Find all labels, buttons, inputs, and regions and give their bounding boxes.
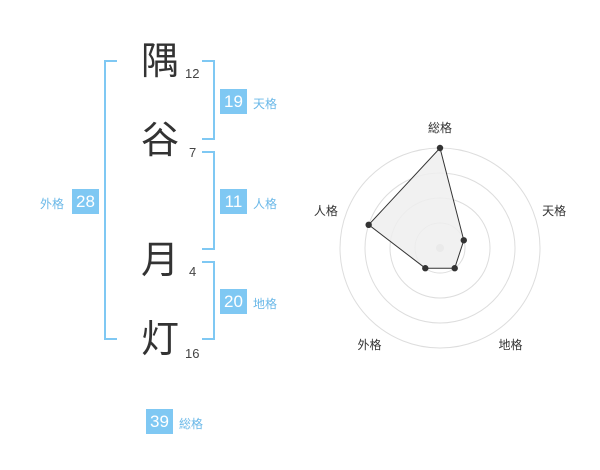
chikaku-value: 20 bbox=[220, 289, 247, 314]
gaikaku-value: 28 bbox=[72, 189, 99, 214]
radar-point-1 bbox=[436, 144, 444, 152]
radar-point-2 bbox=[460, 237, 467, 244]
stroke-count-3: 4 bbox=[189, 264, 197, 279]
name-char-4: 灯 bbox=[141, 317, 180, 361]
soukaku-label: 総格 bbox=[179, 417, 204, 431]
radar-value-polygon bbox=[367, 146, 465, 269]
jinkaku-label: 人格 bbox=[253, 197, 278, 211]
tenkaku-bracket bbox=[202, 60, 215, 140]
jinkaku-bracket bbox=[202, 151, 215, 250]
stroke-count-2: 7 bbox=[189, 145, 197, 160]
name-char-2: 谷 bbox=[141, 118, 180, 162]
radar-point-5 bbox=[365, 221, 372, 229]
name-char-3: 月 bbox=[141, 238, 180, 282]
radar-axis-label-4: 外格 bbox=[357, 337, 381, 352]
stroke-count-4: 16 bbox=[185, 346, 200, 361]
radar-axis-label-3: 地格 bbox=[499, 337, 523, 352]
jinkaku-value: 11 bbox=[220, 189, 247, 214]
radar-point-4 bbox=[422, 265, 429, 272]
gaikaku-label: 外格 bbox=[40, 197, 65, 211]
chikaku-bracket bbox=[202, 261, 215, 340]
radar-point-3 bbox=[451, 265, 458, 272]
radar-axis-label-2: 天格 bbox=[542, 203, 566, 218]
tenkaku-label: 天格 bbox=[253, 97, 278, 111]
name-char-1: 隅 bbox=[141, 39, 180, 83]
radar-axis-label-1: 総格 bbox=[428, 120, 452, 135]
tenkaku-value: 19 bbox=[220, 89, 247, 114]
stroke-count-1: 12 bbox=[185, 66, 200, 81]
chikaku-label: 地格 bbox=[253, 297, 278, 311]
gaikaku-bracket bbox=[104, 60, 117, 340]
radar-axis-label-5: 人格 bbox=[314, 203, 338, 218]
soukaku-value: 39 bbox=[146, 409, 173, 434]
